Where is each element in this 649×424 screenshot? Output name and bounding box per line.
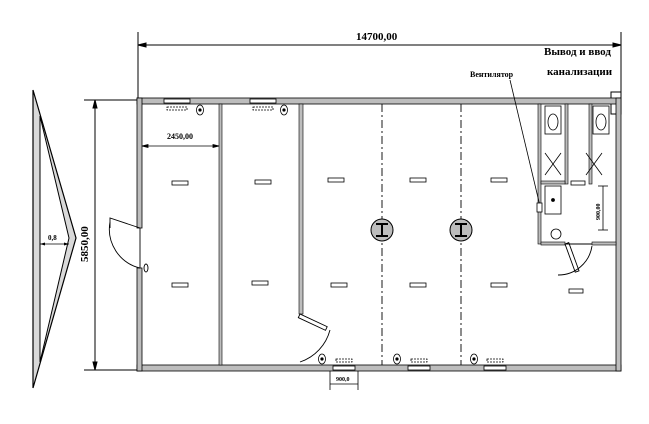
top-windows — [163, 98, 277, 111]
column-markers — [370, 218, 473, 242]
ventilator-icon — [536, 202, 543, 213]
room-width-label: 2450,00 — [167, 132, 193, 141]
axis-lines — [381, 104, 462, 365]
ceiling-lights — [171, 177, 586, 294]
sewer-label-line1: Вывод и ввод — [544, 46, 611, 58]
door-width-label: 900,0 — [336, 377, 350, 383]
inner-door — [297, 313, 331, 363]
triangle-dim-label: 0,8 — [48, 234, 57, 242]
total-length-label: 14700,00 — [356, 31, 398, 43]
toilet-stalls — [544, 105, 610, 240]
room-width-dimension — [141, 143, 220, 149]
left-entrance-door — [108, 217, 149, 273]
width-label: 5850,00 — [79, 226, 91, 262]
width-dimension — [84, 99, 137, 371]
bath-dim-label: 900,00 — [596, 204, 602, 221]
bottom-windows — [332, 358, 507, 371]
outer-walls — [136, 97, 622, 372]
total-length-dimension — [137, 32, 622, 100]
ventilator-label: Вентилятор — [470, 70, 514, 79]
outlet-markers — [196, 104, 478, 365]
bathroom-door — [557, 242, 593, 276]
ventilator-leader — [509, 79, 541, 207]
door-dimension — [329, 371, 359, 390]
triangle-truss — [32, 89, 77, 389]
bath-dimension — [598, 185, 608, 231]
sewer-label-line2: канализации — [547, 66, 613, 78]
